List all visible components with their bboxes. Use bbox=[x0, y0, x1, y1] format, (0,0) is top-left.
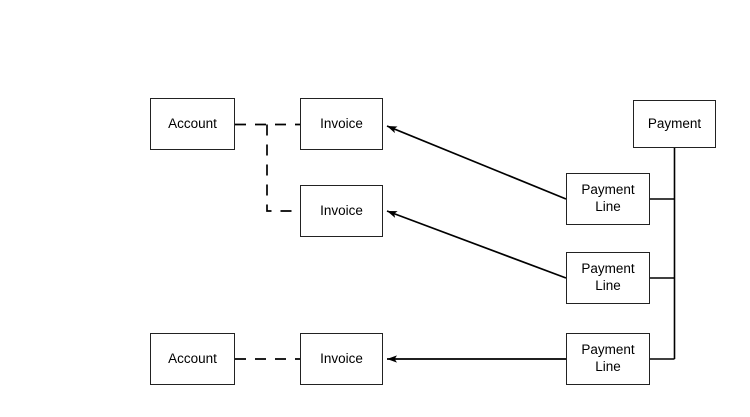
node-payment-line-2[interactable]: Payment Line bbox=[566, 252, 650, 304]
connector-payment-line-1-to-invoice-top bbox=[386, 125, 567, 200]
node-account-top[interactable]: Account bbox=[150, 98, 235, 150]
connector-account-top-branch-to-invoice-middle bbox=[266, 124, 300, 212]
connector-payment-line-2-to-invoice-middle bbox=[386, 210, 567, 279]
node-account-bottom[interactable]: Account bbox=[150, 333, 235, 385]
node-invoice-top[interactable]: Invoice bbox=[300, 98, 383, 150]
node-payment-line-1[interactable]: Payment Line bbox=[566, 173, 650, 225]
node-invoice-middle[interactable]: Invoice bbox=[300, 185, 383, 237]
node-payment[interactable]: Payment bbox=[633, 100, 716, 148]
node-invoice-bottom[interactable]: Invoice bbox=[300, 333, 383, 385]
node-payment-line-3[interactable]: Payment Line bbox=[566, 333, 650, 385]
